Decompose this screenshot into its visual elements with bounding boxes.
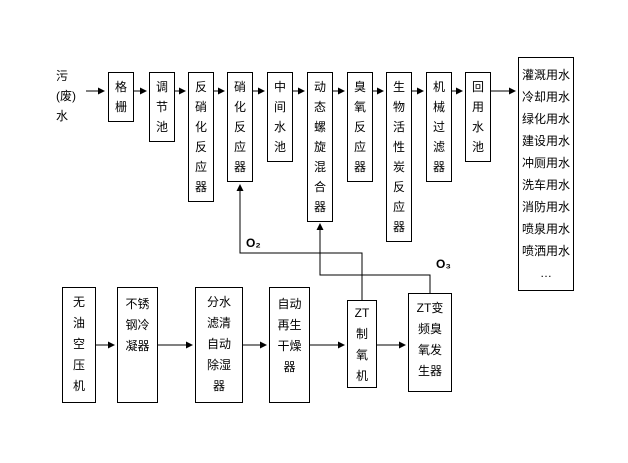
use-item: 冷却用水 — [521, 90, 570, 104]
box-nitrification-reactor: 硝化反应器 — [227, 72, 253, 182]
box-denitrification-reactor: 反硝化反应器 — [188, 72, 214, 202]
box-reuse-water-tank: 回用水池 — [465, 72, 491, 162]
use-item: 消防用水 — [521, 200, 570, 214]
box-oil-free-air-compressor: 无油空压机 — [62, 287, 96, 403]
use-item: 冲厕用水 — [521, 156, 570, 170]
oxygen-label: O₂ — [246, 236, 261, 250]
box-auto-regeneration-dryer: 自动再生干燥器 — [269, 287, 310, 403]
wastewater-source-label: 污 (废) 水 — [56, 69, 76, 123]
box-biological-activated-carbon-reactor: 生物活性炭反应器 — [386, 72, 412, 242]
use-item: 喷洒用水 — [521, 244, 570, 258]
box-zt-oxygen-generator: ZT制氧机 — [347, 300, 377, 388]
use-item: 喷泉用水 — [521, 222, 570, 236]
box-zt-frequency-ozone-generator: ZT变频臭氧发生器 — [408, 293, 452, 392]
box-reuse-purposes: 灌溉用水 冷却用水 绿化用水 建设用水 冲厕用水 洗车用水 消防用水 喷泉用水 … — [518, 57, 574, 291]
box-dynamic-spiral-mixer: 动态螺旋混合器 — [307, 72, 333, 222]
box-bar-screen: 格栅 — [108, 72, 134, 122]
use-item: 绿化用水 — [521, 112, 570, 126]
use-item: … — [540, 266, 552, 280]
use-item: 灌溉用水 — [521, 68, 570, 82]
box-mechanical-filter: 机械过滤器 — [426, 72, 452, 182]
box-intermediate-tank: 中间水池 — [267, 72, 293, 162]
box-regulating-tank: 调节池 — [149, 72, 175, 142]
use-item: 洗车用水 — [521, 178, 570, 192]
use-item: 建设用水 — [521, 134, 570, 148]
ozone-label: O₃ — [436, 257, 451, 271]
box-stainless-steel-condenser: 不锈钢冷凝器 — [117, 287, 158, 403]
box-water-filter-auto-dehumidifier: 分水滤清自动除湿器 — [195, 287, 243, 403]
ozone-feed-arrow — [316, 223, 431, 293]
box-ozone-reactor: 臭氧反应器 — [347, 72, 373, 182]
